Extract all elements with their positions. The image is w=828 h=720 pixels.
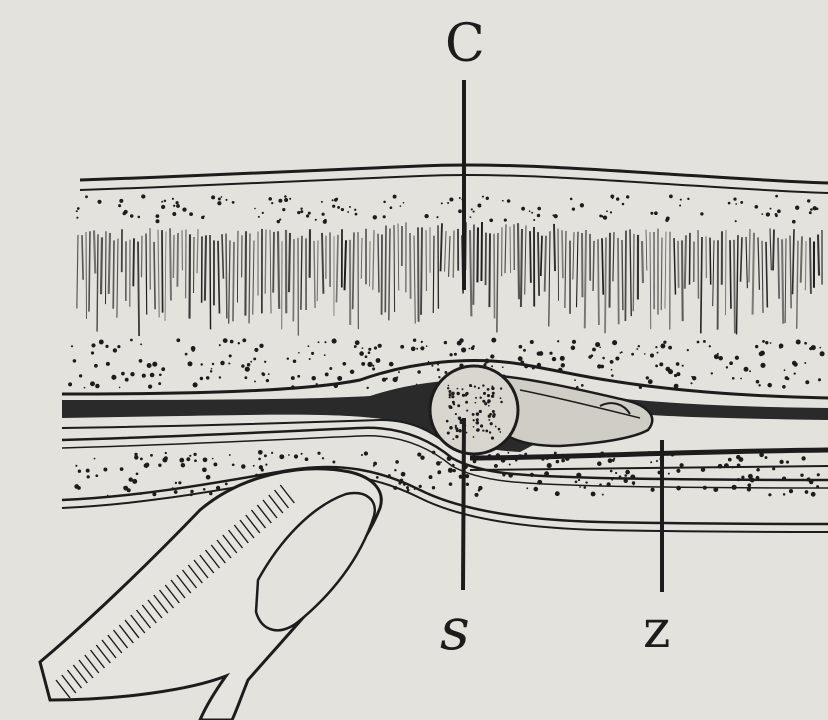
label-s: s	[440, 600, 470, 658]
label-z: z	[643, 604, 670, 656]
label-c: C	[445, 18, 485, 70]
foreign-body-sphere	[430, 366, 518, 454]
pointer-line-s	[463, 418, 464, 590]
